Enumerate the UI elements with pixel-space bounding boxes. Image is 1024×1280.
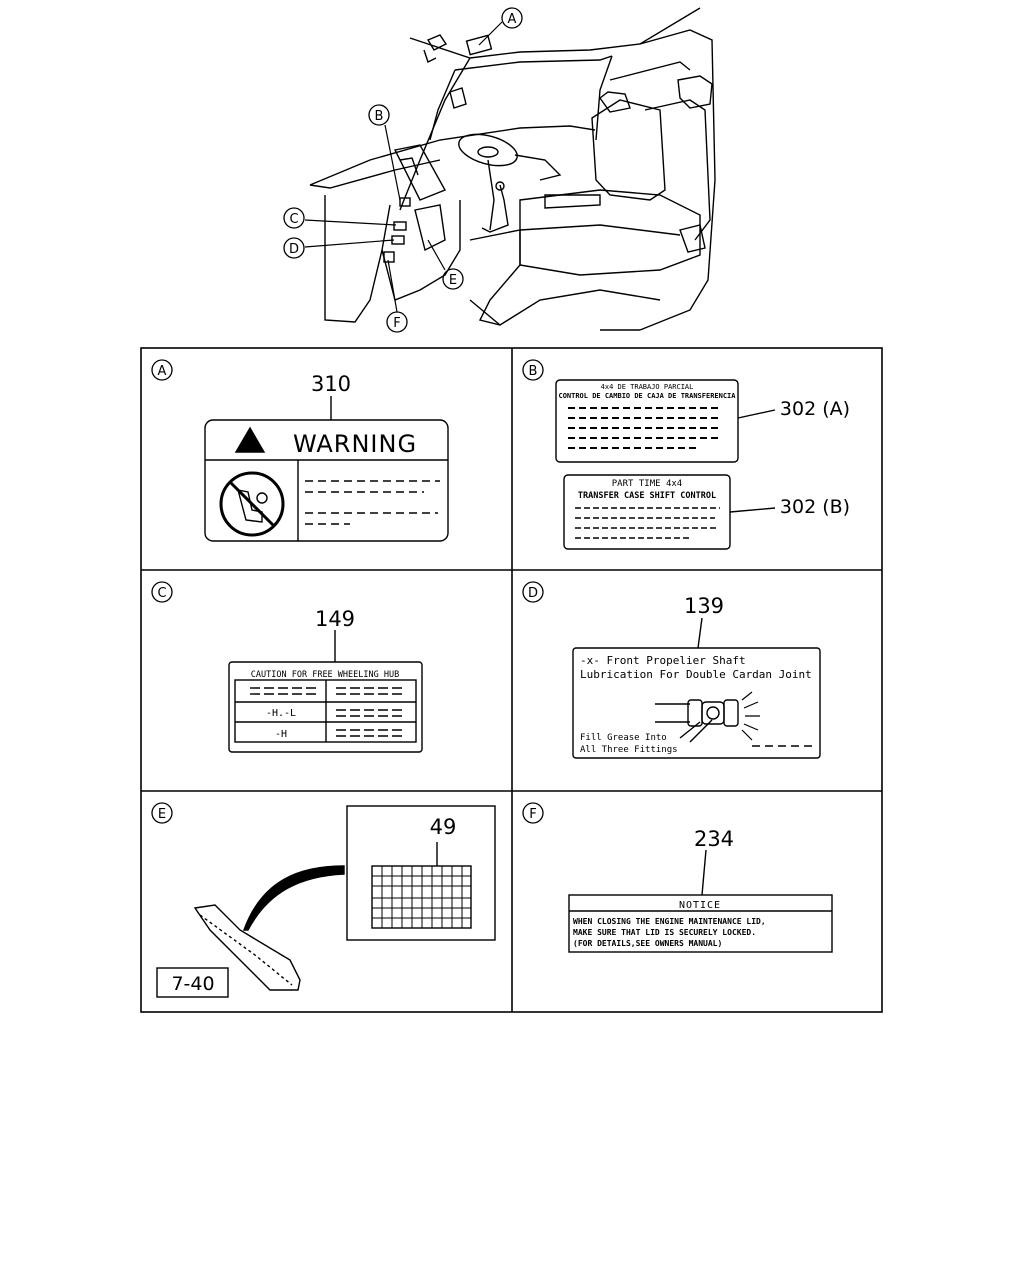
panel-f-notice-label: [568, 849, 833, 953]
panel-grid: [140, 347, 883, 1013]
notice-line2: MAKE SURE THAT LID IS SECURELY LOCKED.: [573, 928, 756, 937]
callout-circles: [151, 7, 544, 824]
callout-leaders: [304, 21, 503, 313]
part-number-310: 310: [311, 372, 351, 396]
panel-d-propeller-label: [572, 617, 821, 759]
callout-c-top: C: [289, 212, 298, 227]
part-number-149: 149: [315, 607, 355, 631]
label-b-b-line2: TRANSFER CASE SHIFT CONTROL: [578, 491, 716, 501]
panel-c-hub-label: [228, 630, 423, 753]
label-b-a-line2: CONTROL DE CAMBIO DE CAJA DE TRANSFERENC…: [558, 392, 736, 400]
warning-title: WARNING: [293, 430, 417, 458]
ref-7-40: 7-40: [171, 973, 214, 995]
part-number-49: 49: [430, 815, 457, 839]
panel-e-fuse-box: [156, 805, 496, 998]
part-number-234: 234: [694, 827, 734, 851]
callout-b-top: B: [375, 109, 384, 124]
propeller-line2: Lubrication For Double Cardan Joint: [580, 668, 812, 681]
no-child-seat-airbag-icon: [219, 471, 285, 537]
hub-row-hl: -H.-L: [266, 708, 296, 719]
arrow-swoosh-icon: [243, 865, 345, 931]
label-b-a-line1: 4x4 DE TRABAJO PARCIAL: [601, 383, 694, 391]
label-b-b-line1: PART TIME 4x4: [612, 479, 682, 489]
panel-f-letter: F: [529, 807, 536, 822]
panel-a-letter: A: [158, 364, 167, 379]
notice-title: NOTICE: [679, 900, 721, 911]
cab-interior-illustration: [309, 7, 716, 331]
callout-a-top: A: [508, 12, 517, 27]
propeller-line1: -x- Front Propelier Shaft: [580, 654, 746, 667]
part-number-139: 139: [684, 594, 724, 618]
callout-d-top: D: [289, 242, 299, 257]
callout-f-top: F: [393, 316, 400, 331]
notice-line1: WHEN CLOSING THE ENGINE MAINTENANCE LID,: [573, 917, 766, 926]
panel-b-letter: B: [529, 364, 538, 379]
hub-label-title: CAUTION FOR FREE WHEELING HUB: [251, 670, 399, 680]
panel-c-letter: C: [157, 586, 166, 601]
cardan-joint-illustration: [655, 691, 760, 743]
propeller-line3: Fill Grease Into: [580, 733, 667, 743]
panel-a-warning-label: [204, 396, 449, 542]
panel-d-letter: D: [528, 586, 538, 601]
callout-e-top: E: [449, 273, 457, 288]
part-number-302a: 302 (A): [780, 398, 850, 420]
warning-triangle-icon: [234, 426, 266, 453]
hub-row-h: -H: [275, 729, 287, 740]
panel-e-letter: E: [158, 807, 166, 822]
panel-b-transfer-labels: [555, 379, 776, 550]
part-number-302b: 302 (B): [780, 496, 850, 518]
notice-line3: (FOR DETAILS,SEE OWNERS MANUAL): [573, 939, 722, 948]
propeller-line4: All Three Fittings: [580, 745, 678, 755]
